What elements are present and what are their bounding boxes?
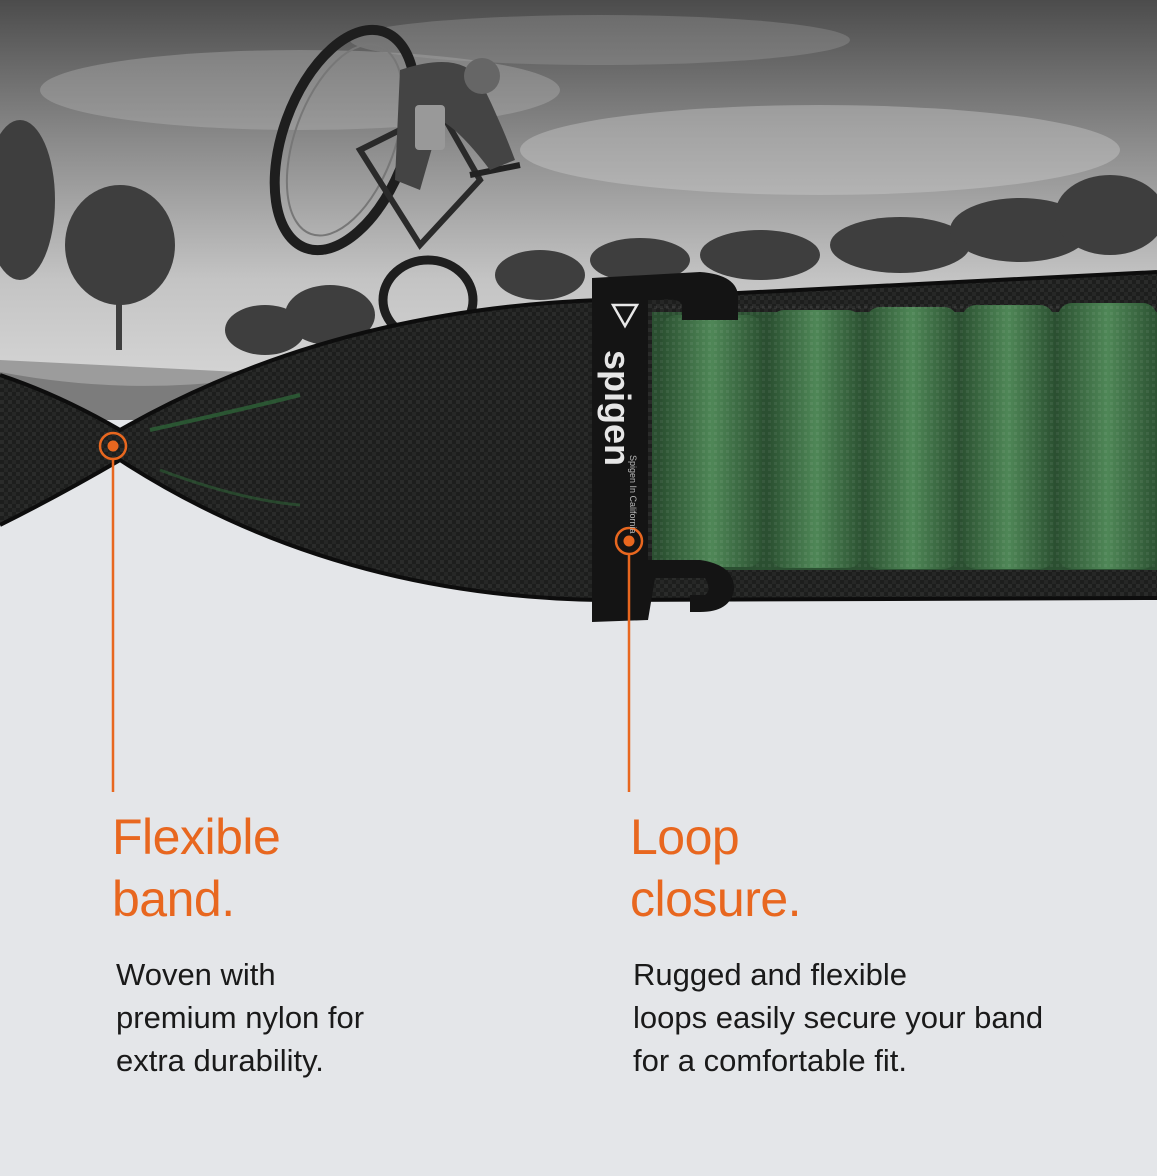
bmx-rider-illustration — [269, 24, 521, 345]
brand-logo-text: spigen — [597, 350, 638, 466]
callout-markers — [98, 431, 644, 792]
callout-marker-icon — [98, 431, 128, 792]
ground-backdrop — [0, 465, 1157, 1171]
feature-description-loop-closure: Rugged and flexible loops easily secure … — [633, 957, 1044, 1078]
callout-marker-icon — [614, 526, 644, 792]
feature-title-flexible-band: Flexible band. — [112, 809, 281, 927]
green-loop-band — [652, 303, 1157, 570]
triangle-icon — [610, 303, 640, 329]
brand-subtext: Spigen In California — [628, 455, 638, 534]
tree-line — [0, 120, 1157, 355]
feature-description-flexible-band: Woven with premium nylon for extra durab… — [116, 957, 365, 1078]
loop-buckle — [592, 272, 739, 622]
feature-title-loop-closure: Loop closure. — [630, 809, 802, 927]
spigen-logo-icon: spigen Spigen In California — [597, 350, 638, 534]
